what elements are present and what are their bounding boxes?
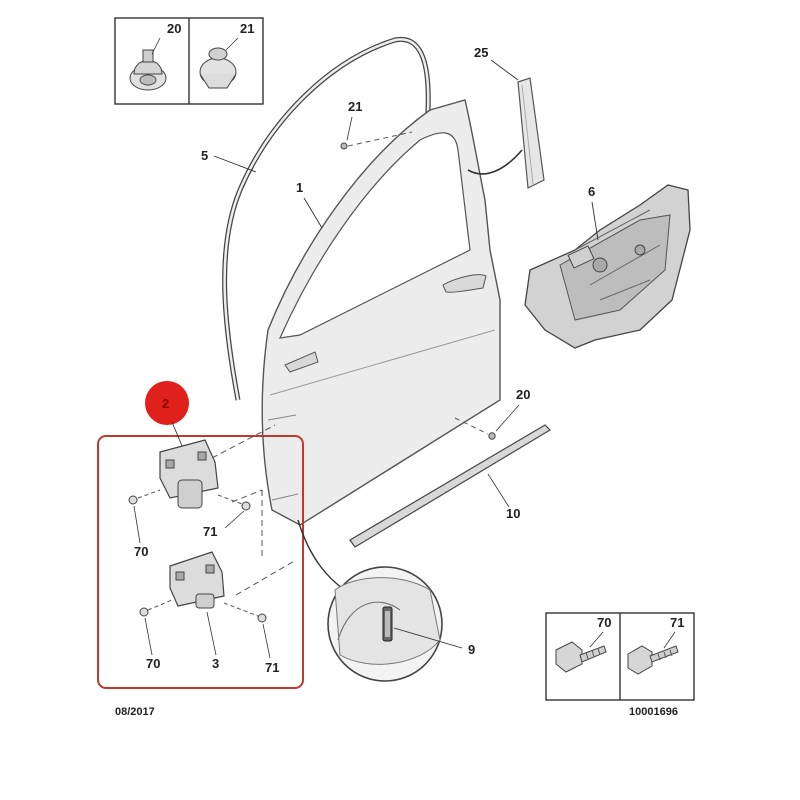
callout-6: 6 [588, 184, 595, 199]
callout-70-inset: 70 [597, 615, 611, 630]
window-regulator-module [524, 184, 691, 349]
callout-71-lower: 71 [265, 660, 279, 675]
diagram-reference: 10001696 [629, 706, 678, 718]
front-door-panel [261, 99, 501, 526]
callout-9: 9 [468, 642, 475, 657]
detail-view-circle [327, 566, 443, 682]
callout-71-upper: 71 [203, 524, 217, 539]
callout-25: 25 [474, 45, 488, 60]
callout-70-upper: 70 [134, 544, 148, 559]
clip-21-on-door [340, 142, 348, 150]
clip-inset-box: 20 21 [114, 17, 264, 105]
clip-21-icon [199, 47, 237, 89]
callout-70-lower: 70 [146, 656, 160, 671]
callout-20: 20 [516, 387, 530, 402]
bolt-70-upper [128, 495, 138, 505]
fastener-inset-box: 70 71 [545, 612, 695, 701]
nut-71-lower [257, 613, 267, 623]
b-pillar-trim [517, 77, 545, 189]
clip-20-on-door [488, 432, 496, 440]
hinge-kit-highlight-frame [97, 435, 304, 689]
callout-20-inset: 20 [167, 21, 181, 36]
upper-hinge [159, 439, 219, 509]
part-2-badge: 2 [145, 381, 189, 425]
clip-20-icon [129, 49, 167, 91]
bolt-70-lower [139, 607, 149, 617]
callout-10: 10 [506, 506, 520, 521]
callout-5: 5 [201, 148, 208, 163]
bolt-71-icon [627, 645, 679, 675]
bolt-70-icon [555, 641, 607, 673]
lower-door-moulding [349, 424, 551, 548]
nut-71-upper [241, 501, 251, 511]
callout-71-inset: 71 [670, 615, 684, 630]
callout-21-inset: 21 [240, 21, 254, 36]
diagram-date: 08/2017 [115, 706, 155, 718]
callout-1: 1 [296, 180, 303, 195]
callout-21: 21 [348, 99, 362, 114]
callout-3: 3 [212, 656, 219, 671]
callout-2: 2 [162, 396, 169, 411]
lower-hinge [169, 551, 225, 609]
